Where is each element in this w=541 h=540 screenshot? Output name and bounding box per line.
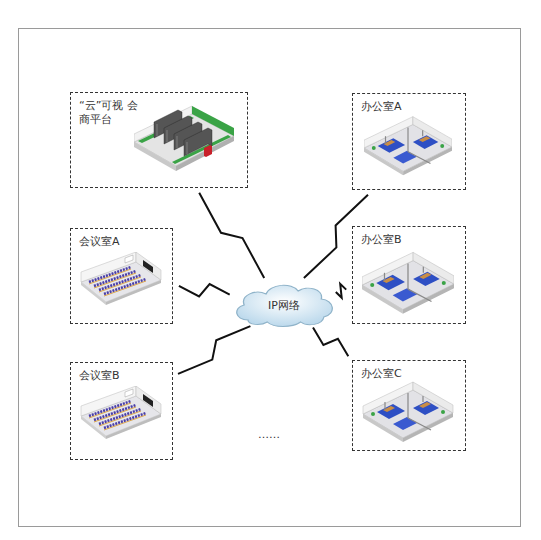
box-title: 办公室A: [361, 100, 402, 114]
lightning-link: [179, 284, 230, 296]
server-room: [134, 106, 234, 171]
box-title: “云”可视 会商平台: [79, 99, 147, 127]
office-box: 办公室B: [352, 226, 466, 324]
lightning-link: [199, 193, 264, 278]
ellipsis-label: ……: [258, 428, 280, 441]
platform-box: “云”可视 会商平台: [70, 92, 248, 188]
lightning-link: [178, 326, 250, 374]
office-room: [362, 252, 454, 313]
meeting-room-box: 会议室B: [70, 362, 173, 460]
box-title: 会议室B: [79, 369, 120, 383]
box-title: 办公室B: [361, 233, 402, 247]
box-title: 办公室C: [361, 367, 402, 381]
meeting-room-box: 会议室A: [70, 228, 173, 324]
office-box: 办公室A: [352, 93, 466, 190]
conference-room: [81, 386, 161, 439]
network-cloud: IP网络: [230, 280, 338, 328]
lightning-link: [304, 195, 368, 278]
office-box: 办公室C: [352, 360, 466, 451]
box-title: 会议室A: [79, 235, 120, 249]
office-room: [363, 382, 453, 442]
office-room: [364, 117, 452, 176]
lightning-link: [313, 328, 348, 357]
lightning-link: [336, 284, 346, 298]
conference-room: [81, 252, 161, 305]
cloud-label: IP网络: [230, 299, 338, 313]
